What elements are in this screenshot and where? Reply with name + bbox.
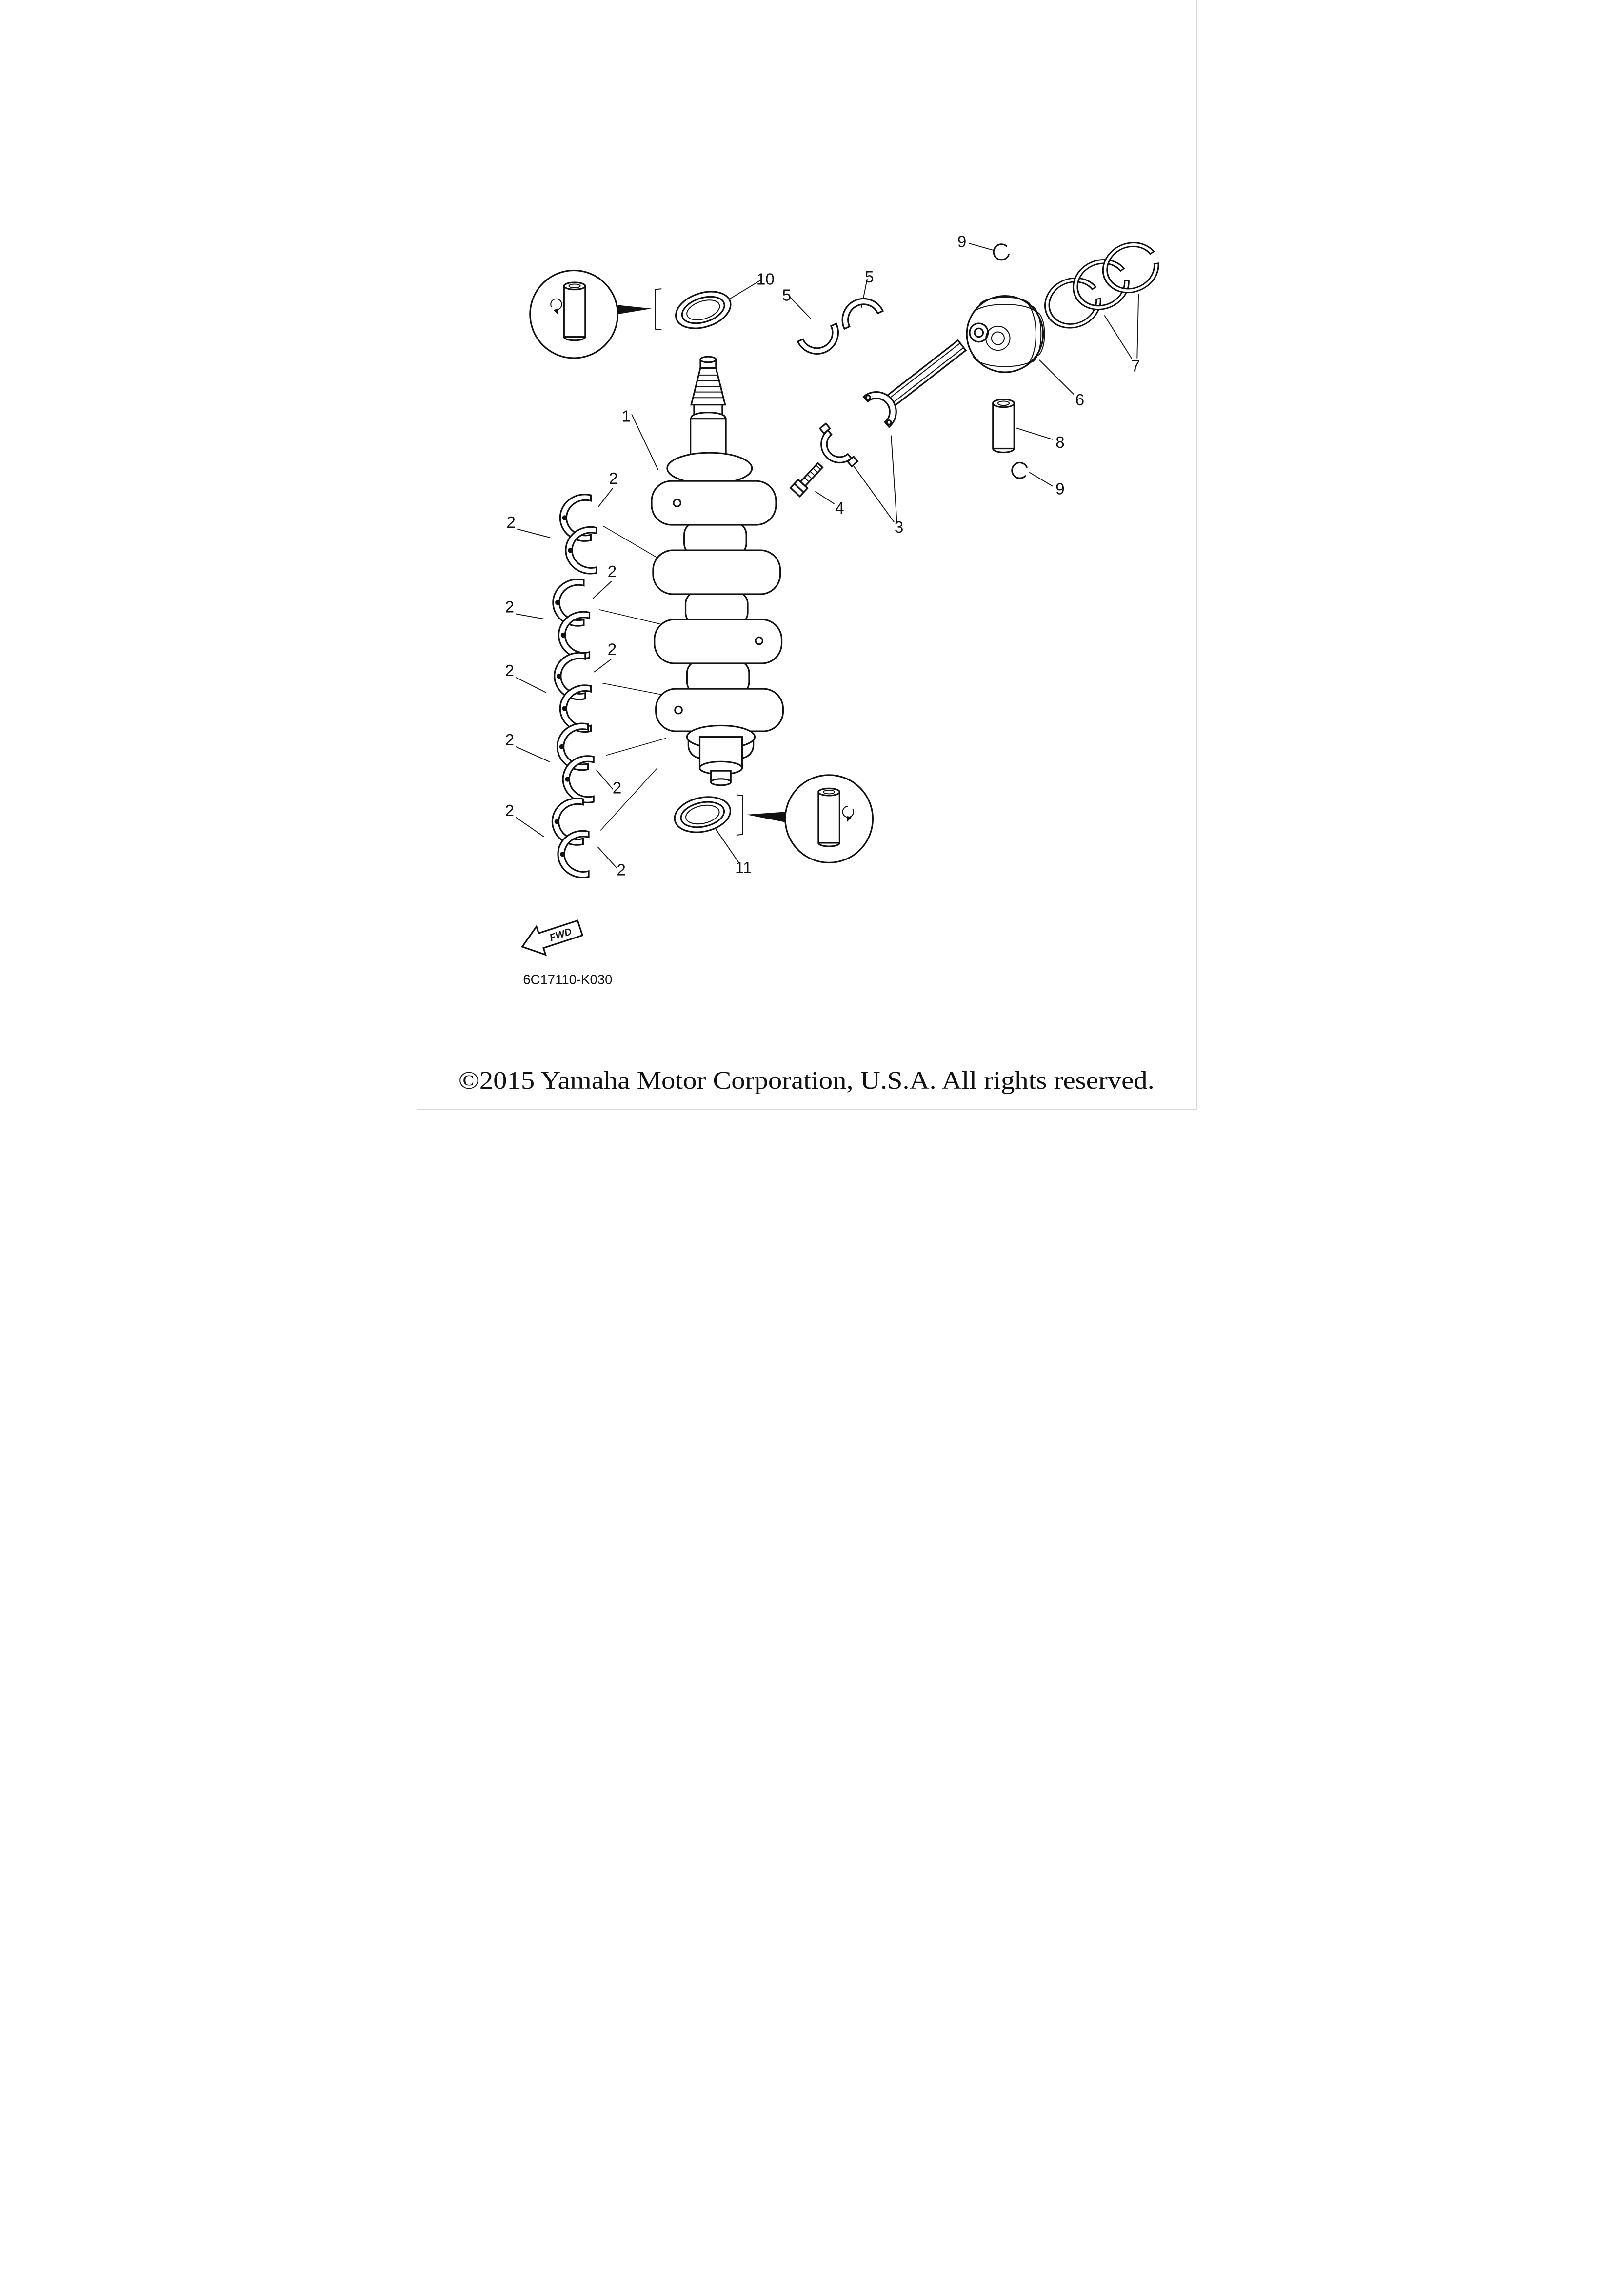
copyright-text: ©2015 Yamaha Motor Corporation, U.S.A. A…: [458, 1067, 1154, 1095]
connecting-rod-drawing: [862, 322, 989, 428]
roller-pin-icon: [817, 787, 840, 847]
callout-main-bearing: 2: [612, 779, 621, 798]
crankshaft-drawing: [650, 356, 784, 786]
pointer-arrow-left: [746, 812, 786, 822]
callout-labels: 1 2 2 2 2 2 2 2 2 2 2 3 4 5 5 6 7 8 9 9 …: [505, 233, 1140, 879]
callout-main-bearing: 2: [505, 662, 514, 680]
callout-main-bearing: 2: [505, 731, 514, 749]
diagram-code: 6C17110-K030: [523, 972, 612, 987]
callout-pin-clip: 9: [957, 233, 966, 251]
callout-rod-bearing: 5: [782, 287, 791, 305]
parts-diagram-canvas: 1 2 2 2 2 2 2 2 2 2 2 3 4 5 5 6 7 8 9 9 …: [417, 0, 1196, 1110]
bracket-left: [654, 288, 661, 331]
callout-rod-bolt: 4: [835, 499, 844, 518]
callout-main-bearing: 2: [617, 861, 626, 879]
parts-catalog-page: 1 2 2 2 2 2 2 2 2 2 2 3 4 5 5 6 7 8 9 9 …: [416, 0, 1197, 1110]
rod-cap-drawing: [818, 422, 859, 468]
callout-main-bearing: 2: [505, 599, 514, 617]
callout-crankshaft: 1: [621, 407, 631, 425]
rod-bolt-drawing: [789, 462, 824, 498]
bracket-right: [736, 794, 743, 836]
page-background: [417, 0, 1196, 1110]
clip-icon: [839, 804, 856, 822]
piston-detail-lines: [971, 297, 1045, 367]
piston-pin-drawing: [992, 399, 1015, 454]
fwd-arrow-icon: [520, 919, 583, 956]
callout-main-bearing: 2: [505, 802, 514, 820]
callout-rod-bearing: 5: [864, 268, 874, 286]
pointer-arrow-right: [617, 305, 652, 315]
callout-piston-rings: 7: [1131, 358, 1140, 376]
clip-icon: [548, 296, 564, 315]
detail-bubble-right: [736, 774, 874, 864]
oil-seal-bottom-drawing: [674, 796, 731, 833]
roller-pin-icon: [563, 281, 586, 341]
callout-main-bearing: 2: [607, 641, 617, 659]
detail-bubble-left: [529, 269, 661, 359]
callout-main-bearing: 2: [607, 563, 617, 581]
callout-piston: 6: [1075, 391, 1084, 409]
oil-seal-top-drawing: [675, 291, 732, 329]
callout-pin-clip: 9: [1055, 480, 1065, 499]
callout-oil-seal: 11: [735, 859, 752, 877]
callout-main-bearing: 2: [506, 514, 516, 532]
callout-piston-pin: 8: [1055, 434, 1065, 452]
callout-connecting-rod: 3: [894, 519, 903, 537]
callout-oil-seal: 10: [756, 270, 774, 288]
callout-main-bearing: 2: [609, 470, 618, 488]
piston-drawing: [966, 295, 1044, 373]
rod-bearing-shells: [796, 298, 884, 355]
